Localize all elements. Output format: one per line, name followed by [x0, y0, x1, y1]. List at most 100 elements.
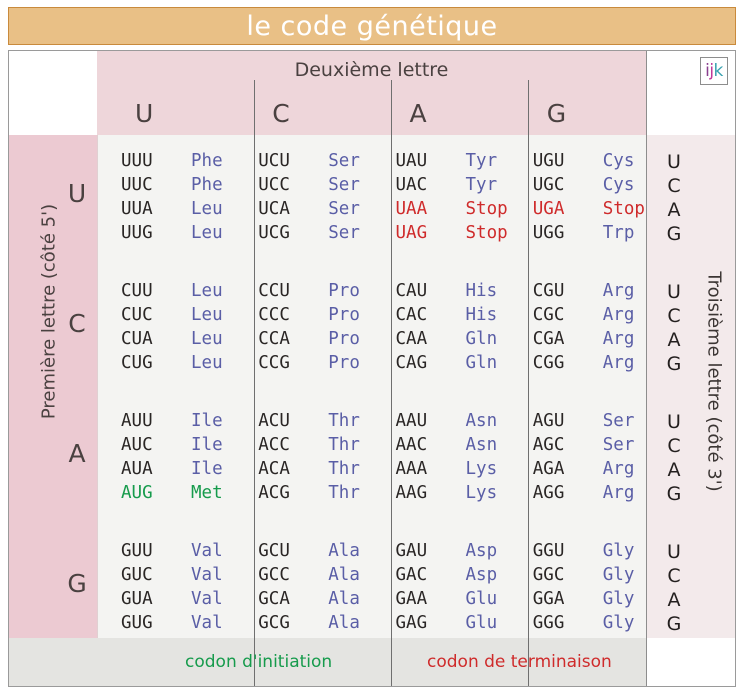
amino-acid-label: Tyr	[465, 175, 498, 195]
codon-triplet: ACU	[258, 411, 290, 431]
first-letter-column-divider	[97, 135, 98, 638]
codon-triplet: GUC	[121, 565, 153, 585]
codon-triplet: CUC	[121, 305, 153, 325]
codon-entry: CCU Pro	[234, 279, 371, 303]
amino-acid-label: Pro	[328, 305, 360, 325]
column-header-a: A	[372, 91, 509, 135]
amino-acid-label: Gly	[602, 613, 635, 633]
logo-letter-i: i	[705, 60, 710, 81]
amino-acid-label: Stop	[465, 223, 508, 243]
amino-acid-label: Arg	[602, 281, 635, 301]
codon-triplet: CCU	[258, 281, 290, 301]
amino-acid-label: His	[465, 305, 498, 325]
amino-acid-label: Ala	[328, 613, 360, 633]
third-letter-cell: C	[667, 565, 681, 587]
column-header-g-label: G	[546, 98, 567, 128]
amino-acid-label: Val	[191, 541, 223, 561]
amino-acid-label: Ser	[602, 435, 635, 455]
codon-triplet: CAA	[395, 329, 428, 349]
third-letter-cell: G	[666, 483, 682, 505]
codon-triplet: GAC	[395, 565, 428, 585]
amino-acid-label: Thr	[328, 459, 360, 479]
amino-acid-label: Pro	[328, 329, 360, 349]
amino-acid-label: Val	[191, 613, 223, 633]
amino-acid-label: Lys	[465, 459, 498, 479]
amino-acid-label: Arg	[602, 459, 635, 479]
amino-acid-label: Leu	[191, 353, 223, 373]
amino-acid-label: Val	[191, 565, 223, 585]
amino-acid-label: Leu	[191, 329, 223, 349]
amino-acid-label: Asp	[465, 565, 498, 585]
codon-triplet: GAA	[395, 589, 428, 609]
codon-triplet: AAU	[395, 411, 428, 431]
amino-acid-label: Ala	[328, 541, 360, 561]
third-letter-cell: U	[667, 541, 681, 563]
third-letter-title: Troisième lettre (côté 3')	[703, 271, 725, 492]
codon-triplet: UAA	[395, 199, 428, 219]
third-letter-cell: A	[667, 329, 681, 351]
third-letter-column-band	[646, 135, 735, 638]
codon-triplet: UUC	[121, 175, 153, 195]
codon-triplet: CAU	[395, 281, 428, 301]
column-divider-3	[528, 80, 529, 686]
codon-triplet: UAU	[395, 151, 428, 171]
codon-entry: CGU Arg	[509, 279, 646, 303]
codon-triplet: UAG	[395, 223, 428, 243]
codon-triplet: UCC	[258, 175, 290, 195]
logo-letter-k: k	[713, 60, 724, 81]
legend-band	[9, 638, 646, 686]
third-letter-cell: C	[667, 305, 681, 327]
column-header-u: U	[97, 91, 234, 135]
codon-triplet: UCG	[258, 223, 290, 243]
amino-acid-label: Met	[191, 483, 223, 503]
amino-acid-label: Arg	[602, 483, 635, 503]
amino-acid-label: Ser	[328, 175, 360, 195]
codon-triplet: UUG	[121, 223, 153, 243]
codon-triplet: AAA	[395, 459, 428, 479]
amino-acid-label: Ala	[328, 565, 360, 585]
codon-triplet: CGU	[532, 281, 565, 301]
column-header-g: G	[509, 91, 646, 135]
amino-acid-label: Pro	[328, 281, 360, 301]
